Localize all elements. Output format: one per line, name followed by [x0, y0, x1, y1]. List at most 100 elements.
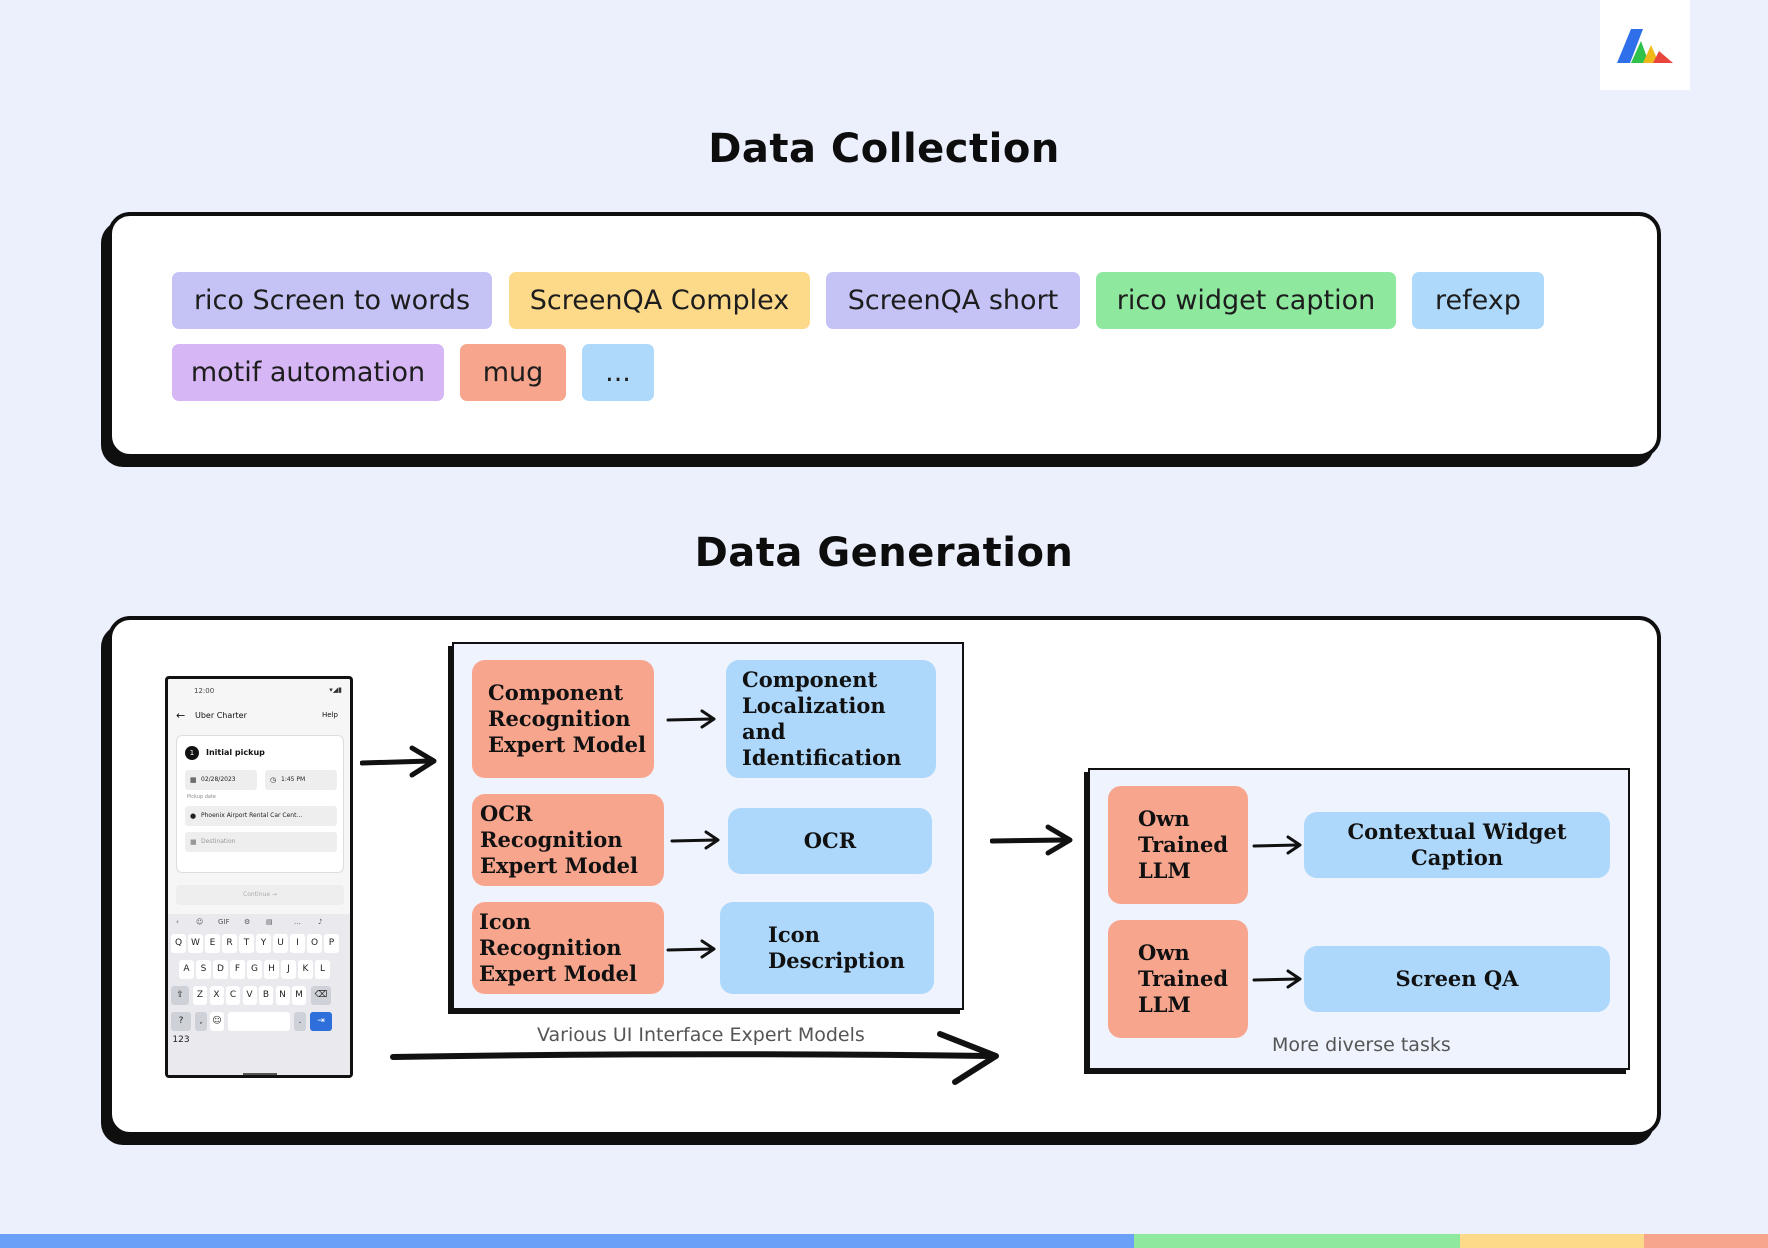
arrow-icon: [666, 939, 716, 959]
phone-screenshot: 12:00 ▾◢▮ ← Uber Charter Help 1 Initial …: [165, 676, 353, 1078]
keyboard-key: F: [230, 960, 245, 979]
space-key: [228, 1012, 290, 1031]
keyboard-key: R: [222, 934, 237, 953]
destination-field: ■ Destination: [185, 832, 337, 852]
step-badge: 1: [185, 746, 199, 760]
keyboard-key: V: [242, 986, 257, 1005]
keyboard-key: A: [179, 960, 194, 979]
enter-key-icon: ⇥: [310, 1012, 332, 1031]
keyboard-key: K: [298, 960, 313, 979]
output-label: OCR: [803, 828, 857, 853]
arrow-icon: [1252, 835, 1302, 855]
logo-icon: [1617, 29, 1673, 63]
phone-help-link: Help: [322, 711, 338, 719]
data-collection-panel: [108, 212, 1661, 458]
phone-time: 12:00: [194, 687, 215, 695]
dataset-chip: mug: [460, 344, 566, 401]
keyboard-key: Z: [193, 986, 207, 1005]
time-field: ◷ 1:45 PM: [265, 770, 337, 790]
destination-square-icon: ■: [190, 838, 197, 846]
keyboard-key: G: [247, 960, 262, 979]
keyboard-key: W: [188, 934, 203, 953]
contextual-widget-caption-output: Contextual Widget Caption: [1304, 812, 1610, 878]
dataset-chip: ScreenQA Complex: [509, 272, 810, 329]
bottom-bar-blue: [0, 1234, 1134, 1248]
mic-icon: ♪: [318, 918, 323, 926]
arrow-icon: [360, 745, 437, 778]
keyboard-key: Y: [256, 934, 271, 953]
keyboard-key: L: [315, 960, 330, 979]
keyboard-key: J: [281, 960, 296, 979]
component-localization-output: Component Localization and Identificatio…: [726, 660, 936, 778]
clock-icon: ◷: [270, 776, 277, 784]
bottom-bar-yellow: [1460, 1234, 1644, 1248]
dataset-chip: refexp: [1412, 272, 1544, 329]
back-arrow-icon: ←: [176, 709, 186, 722]
arrow-icon: [1252, 969, 1302, 989]
home-indicator: [243, 1073, 277, 1075]
comma-key: ,: [195, 1012, 207, 1031]
brand-logo: [1600, 0, 1690, 90]
keyboard-key: O: [307, 934, 322, 953]
own-trained-llm: Own Trained LLM: [1108, 920, 1248, 1038]
keyboard-key: U: [273, 934, 288, 953]
arrow-icon: [670, 830, 720, 850]
model-label: Component Recognition Expert Model: [488, 680, 646, 757]
dataset-chip: rico Screen to words: [172, 272, 492, 329]
long-arrow-icon: [390, 1031, 999, 1085]
signal-battery-icon: ▾◢▮: [329, 686, 342, 694]
section-title-data-collection: Data Collection: [708, 126, 1060, 172]
destination-placeholder: Destination: [201, 838, 236, 845]
keyboard-key: N: [275, 986, 290, 1005]
keyboard-key: E: [205, 934, 220, 953]
model-label: Icon Recognition Expert Model: [479, 909, 637, 986]
model-label: Own Trained LLM: [1138, 940, 1229, 1017]
date-value: 02/28/2023: [201, 776, 236, 783]
dataset-chip: motif automation: [172, 344, 444, 401]
arrow-icon: [990, 824, 1073, 856]
diverse-tasks-caption: More diverse tasks: [1272, 1034, 1451, 1056]
gif-key: GIF: [218, 918, 230, 926]
component-recognition-model: Component Recognition Expert Model: [472, 660, 654, 778]
icon-recognition-model: Icon Recognition Expert Model: [472, 902, 664, 994]
keyboard-key: P: [324, 934, 339, 953]
continue-button: Continue →: [176, 885, 344, 905]
ocr-recognition-model: OCR Recognition Expert Model: [472, 794, 664, 886]
keyboard-key: M: [292, 986, 306, 1005]
arrow-icon: [666, 709, 716, 729]
keyboard-key: D: [213, 960, 228, 979]
screen-qa-output: Screen QA: [1304, 946, 1610, 1012]
model-label: Own Trained LLM: [1138, 806, 1229, 883]
bottom-bar-salmon: [1644, 1234, 1768, 1248]
own-trained-llm: Own Trained LLM: [1108, 786, 1248, 904]
shift-key-icon: ⇧: [171, 986, 189, 1005]
keyboard-key: H: [264, 960, 279, 979]
output-label: Icon Description: [768, 922, 905, 973]
keyboard-back-icon: ‹: [176, 918, 179, 926]
section-title-data-generation: Data Generation: [694, 530, 1074, 576]
backspace-key-icon: ⌫: [311, 986, 331, 1005]
keyboard-key: I: [290, 934, 305, 953]
sticker-icon: ☺: [196, 918, 204, 926]
keyboard-key: X: [209, 986, 224, 1005]
more-icon: …: [294, 918, 301, 926]
phone-app-title: Uber Charter: [195, 711, 247, 720]
time-value: 1:45 PM: [281, 776, 306, 783]
pickup-location-field: ●Phoenix Airport Rental Car Cent...: [185, 806, 337, 826]
ocr-output: OCR: [728, 808, 932, 874]
keyboard-key: B: [259, 986, 273, 1005]
date-field: ▦02/28/2023: [185, 770, 257, 790]
emoji-icon: ☺: [210, 1012, 224, 1031]
bottom-bar-green: [1134, 1234, 1460, 1248]
dataset-chip: ScreenQA short: [826, 272, 1080, 329]
keyboard-key: S: [196, 960, 211, 979]
settings-icon: ⚙: [244, 918, 251, 926]
period-key: .: [294, 1012, 306, 1031]
dataset-chip: ...: [582, 344, 654, 401]
numbers-key: ?123: [171, 1012, 191, 1045]
expert-models-caption: Various UI Interface Expert Models: [537, 1024, 865, 1046]
translate-icon: ▤: [266, 918, 273, 926]
keyboard-key: Q: [171, 934, 186, 953]
pickup-location-value: Phoenix Airport Rental Car Cent...: [201, 812, 303, 819]
